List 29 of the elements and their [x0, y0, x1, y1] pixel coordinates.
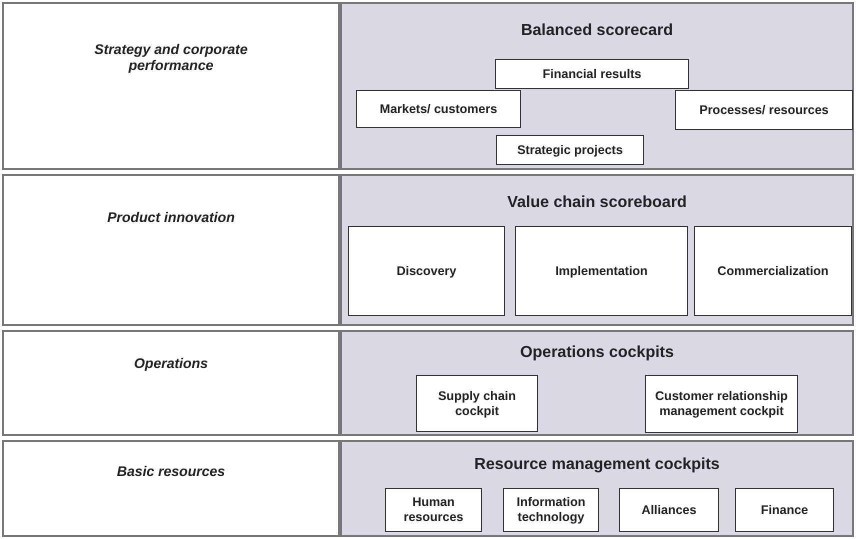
panel-heading: Balanced scorecard — [520, 22, 674, 40]
row-heading: Basic resources — [116, 463, 226, 479]
row-heading: Product innovation — [107, 209, 235, 225]
component-box: Implementation — [515, 226, 688, 316]
component-box: Strategic projects — [496, 135, 644, 165]
component-box: Financial results — [495, 59, 689, 89]
component-box: Information technology — [503, 488, 599, 532]
row-heading: Operations — [134, 355, 208, 371]
component-box: Supply chain cockpit — [416, 375, 538, 432]
scorecard-panel — [340, 2, 854, 170]
panel-heading: Operations cockpits — [519, 344, 675, 362]
scorecard-panel — [340, 330, 854, 436]
component-box: Human resources — [385, 488, 482, 532]
component-box: Markets/ customers — [356, 90, 521, 128]
component-box: Customer relationship management cockpit — [645, 375, 798, 433]
component-box: Processes/ resources — [675, 90, 853, 130]
component-box: Alliances — [619, 488, 719, 532]
panel-heading: Value chain scoreboard — [506, 194, 688, 212]
scorecard-panel — [340, 174, 854, 326]
row-header-cell — [2, 174, 340, 326]
row-heading: Strategy and corporate performance — [93, 41, 249, 73]
row-header-cell — [2, 2, 340, 170]
row-header-cell — [2, 440, 340, 537]
component-box: Discovery — [348, 226, 505, 316]
component-box: Commercialization — [694, 226, 852, 316]
scorecard-panel — [340, 440, 854, 537]
row-header-cell — [2, 330, 340, 436]
component-box: Finance — [735, 488, 834, 532]
panel-heading: Resource management cockpits — [473, 456, 721, 474]
